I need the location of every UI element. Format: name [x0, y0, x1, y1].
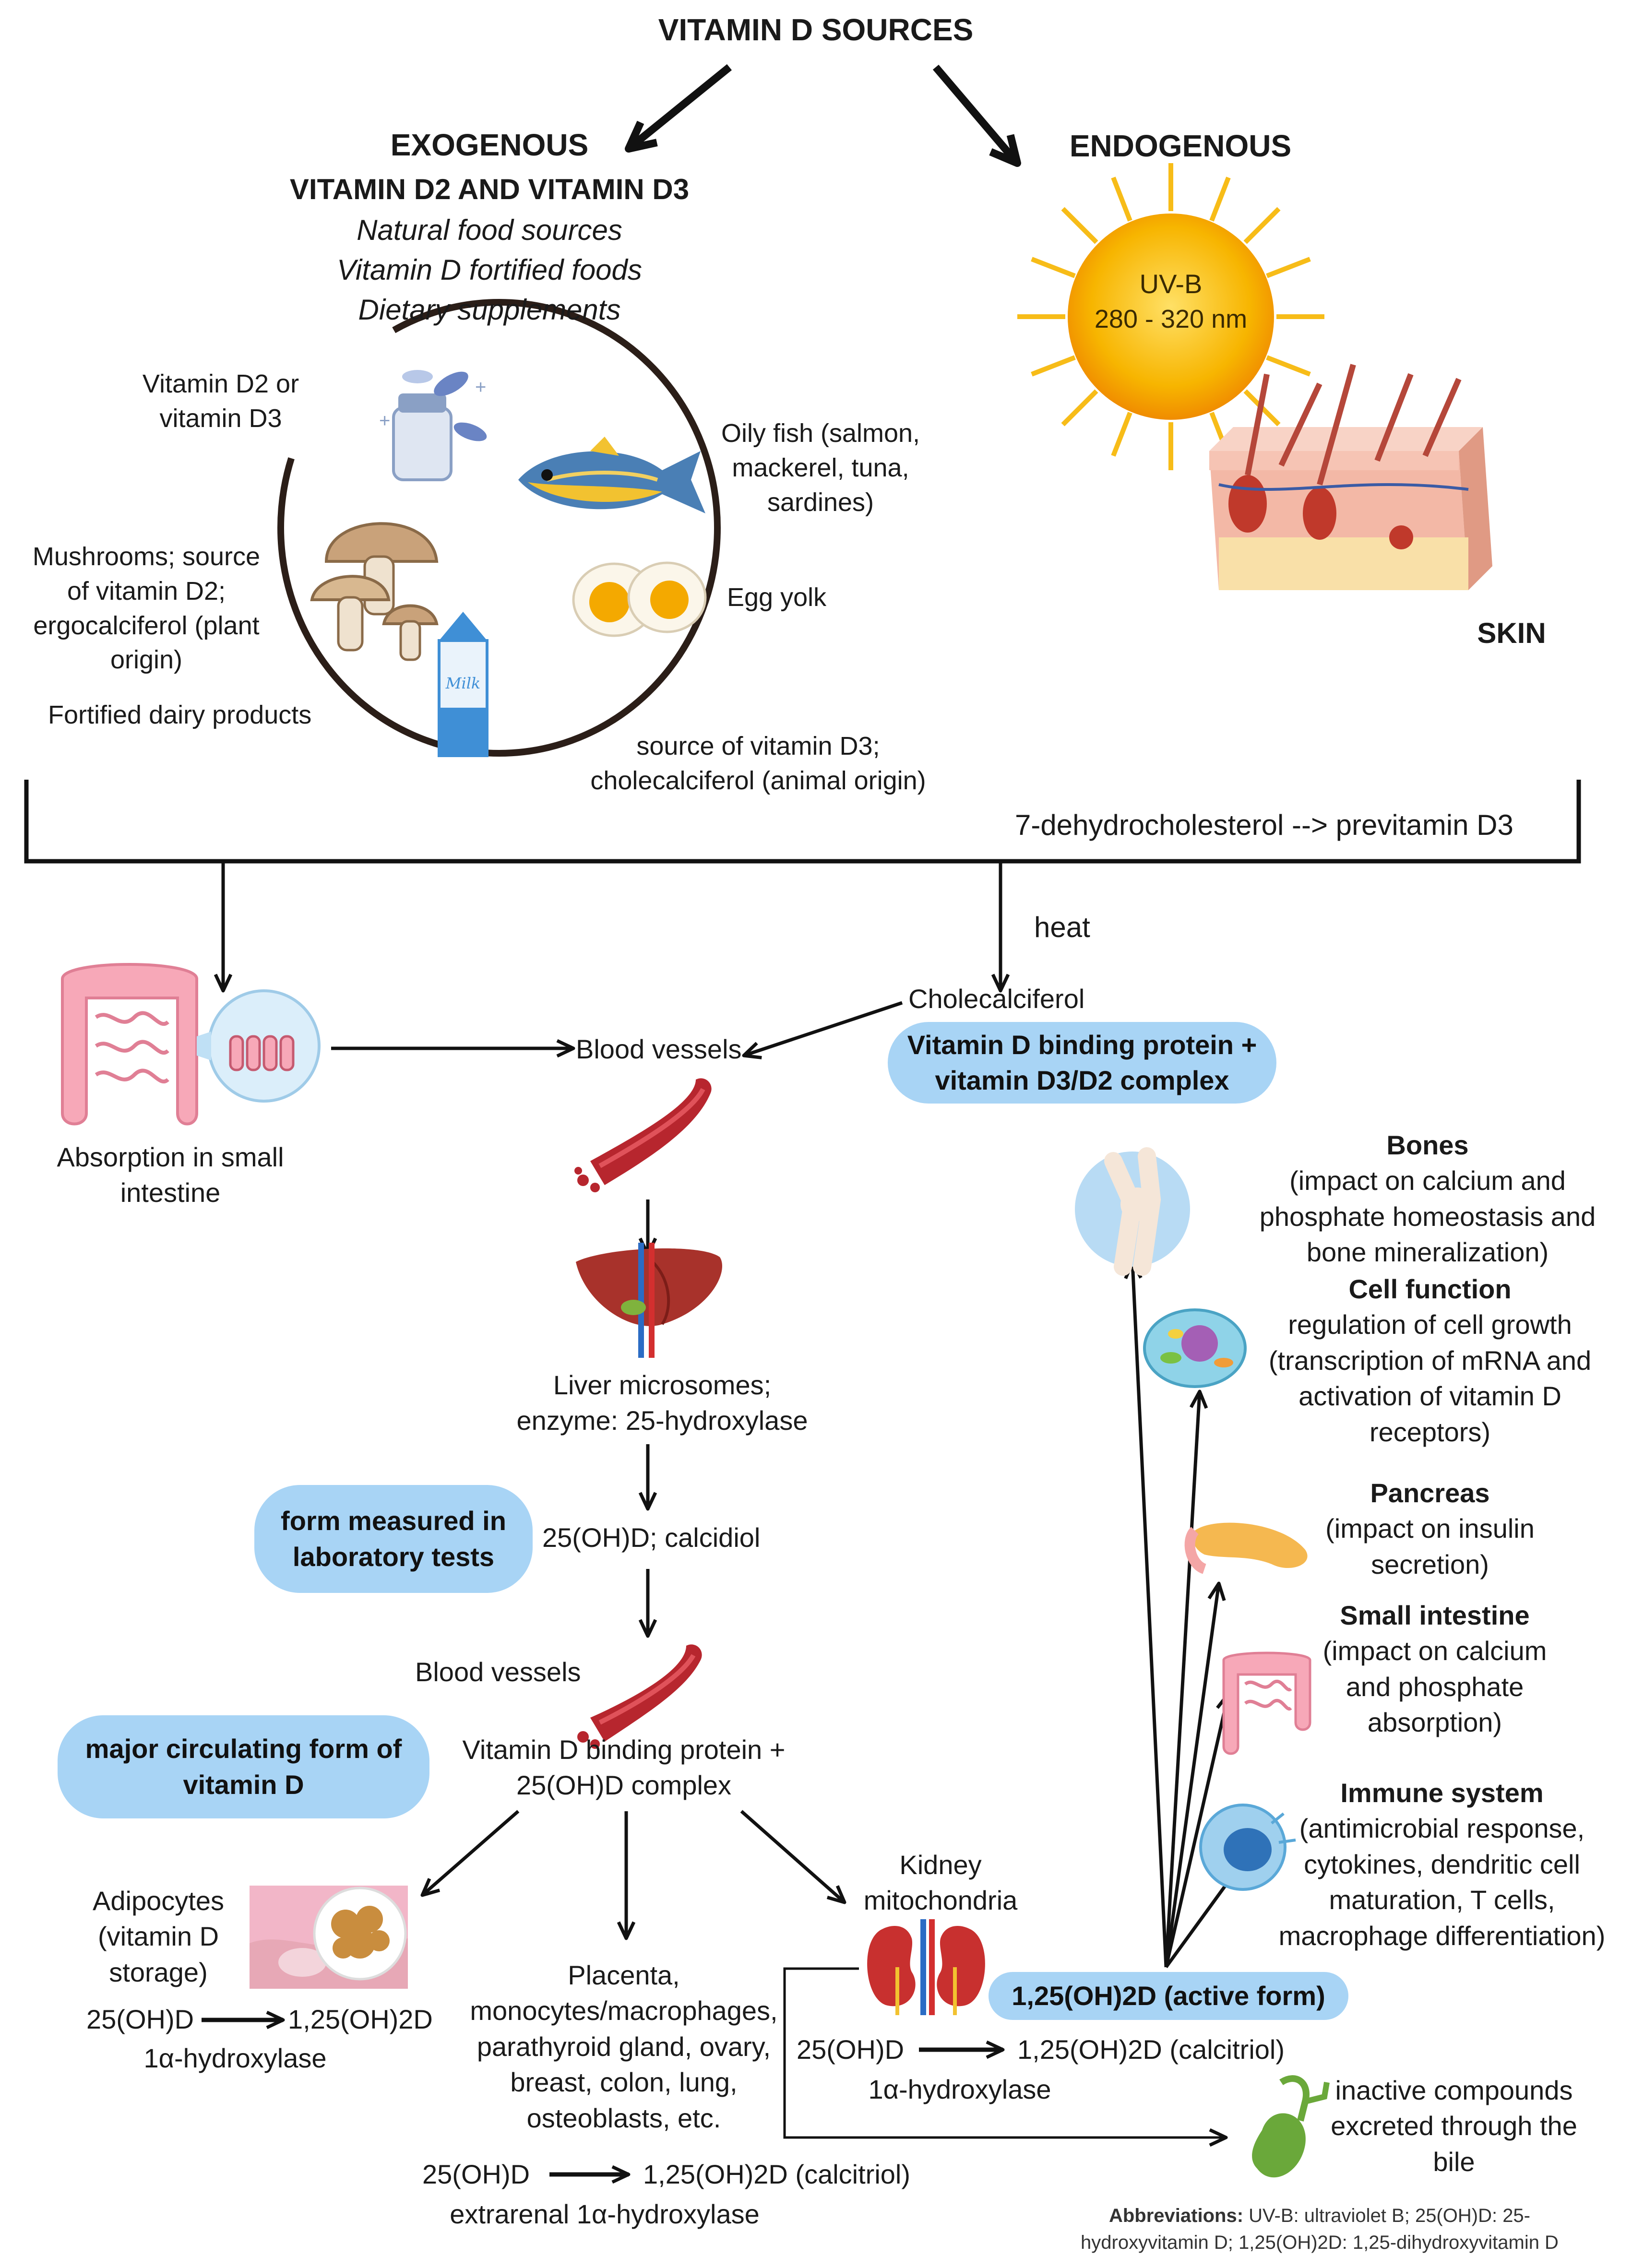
immune-system-text: Immune system (antimicrobial response,cy…	[1278, 1778, 1606, 1951]
egg-icon	[572, 561, 707, 637]
bile-pathway-line	[783, 1967, 1228, 2147]
endogenous-arrow	[932, 64, 1021, 167]
arrow-cholecalciferol-to-blood	[742, 1001, 903, 1059]
adipocyte-icon	[250, 1886, 408, 1989]
food-circle-ring	[277, 299, 721, 757]
sun-label: UV-B	[1139, 269, 1203, 299]
exogenous-heading: EXOGENOUS	[390, 128, 589, 162]
exogenous-subheading: VITAMIN D2 AND VITAMIN D3	[289, 173, 690, 205]
blood-vessels-label: Blood vessels	[576, 1034, 742, 1064]
svg-text:+: +	[475, 377, 486, 398]
skin-label: SKIN	[1477, 617, 1546, 649]
kidney-from: 25(OH)D	[797, 2034, 905, 2065]
kidney-to: 1,25(OH)2D (calcitriol)	[1017, 2034, 1285, 2065]
endogenous-heading: ENDOGENOUS	[1069, 129, 1292, 163]
egg-yolk-label: Egg yolk	[727, 583, 827, 612]
merge-bracket	[24, 780, 1581, 864]
cell-icon	[1143, 1308, 1247, 1388]
extrarenal-from: 25(OH)D	[422, 2159, 530, 2189]
source-natural-food: Natural food sources	[357, 214, 622, 246]
supplement-icon: + +	[379, 370, 487, 481]
liver-icon	[576, 1243, 722, 1358]
animal-origin-label: source of vitamin D3;cholecalciferol (an…	[590, 732, 926, 795]
page-title: VITAMIN D SOURCES	[658, 12, 974, 47]
blood-vessel-icon	[574, 1078, 712, 1192]
small-intestine-icon	[61, 963, 321, 1126]
fortified-dairy-label: Fortified dairy products	[48, 701, 312, 729]
blood-vessel-icon-2	[577, 1644, 702, 1749]
blood-vessels-label-2: Blood vessels	[415, 1657, 581, 1687]
milk-carton-icon: Milk	[438, 612, 488, 757]
dbp-complex-pill: Vitamin D binding protein +vitamin D3/D2…	[888, 1022, 1276, 1104]
extrarenal-to: 1,25(OH)2D (calcitriol)	[643, 2159, 910, 2189]
heat-label: heat	[1034, 911, 1090, 943]
exogenous-arrow	[625, 64, 732, 153]
kidney-enzyme: 1α-hydroxylase	[868, 2074, 1051, 2104]
active-form-pill: 1,25(OH)2D (active form)	[989, 1972, 1348, 2020]
kidney-icon	[867, 1919, 985, 2015]
dbp-25ohd-complex-label: Vitamin D binding protein +25(OH)D compl…	[462, 1734, 786, 1801]
svg-text:+: +	[379, 410, 390, 431]
skin-icon	[1209, 364, 1492, 590]
cholecalciferol-label: Cholecalciferol	[908, 984, 1085, 1014]
bone-icon	[1075, 1147, 1190, 1276]
mushroom-icon	[310, 522, 439, 661]
sun-icon	[1017, 163, 1324, 470]
extrarenal-enzyme: extrarenal 1α-hydroxylase	[450, 2199, 760, 2229]
oily-fish-label: Oily fish (salmon,mackerel, tuna,sardine…	[721, 419, 920, 517]
fish-icon	[518, 437, 705, 513]
cell-function-text: Cell function regulation of cell growth(…	[1268, 1274, 1592, 1447]
abbreviations-note: Abbreviations: UV-B: ultraviolet B; 25(O…	[1081, 2205, 1559, 2253]
arrow-to-kidney	[740, 1810, 846, 1904]
pancreas-icon	[1184, 1522, 1308, 1574]
small-intestine-target-icon	[1222, 1651, 1311, 1755]
arrow-to-adipocytes	[420, 1810, 520, 1897]
liver-label: Liver microsomes;enzyme: 25-hydroxylase	[516, 1370, 808, 1436]
sun-wavelength: 280 - 320 nm	[1094, 305, 1248, 333]
immune-cell-icon	[1199, 1804, 1296, 1891]
skin-conversion-label: 7-dehydrocholesterol --> previtamin D3	[1015, 809, 1513, 841]
adipocytes-to: 1,25(OH)2D	[288, 2004, 433, 2034]
source-supplements: Dietary supplements	[358, 294, 621, 326]
calcidiol-label: 25(OH)D; calcidiol	[542, 1522, 761, 1553]
gallbladder-icon	[1252, 2075, 1330, 2178]
adipocytes-enzyme: 1α-hydroxylase	[143, 2043, 327, 2073]
extrarenal-tissues: Placenta,monocytes/macrophages,parathyro…	[470, 1960, 778, 2133]
svg-text:Milk: Milk	[445, 674, 481, 692]
adipocytes-from: 25(OH)D	[86, 2004, 194, 2034]
source-fortified-foods: Vitamin D fortified foods	[337, 254, 642, 286]
